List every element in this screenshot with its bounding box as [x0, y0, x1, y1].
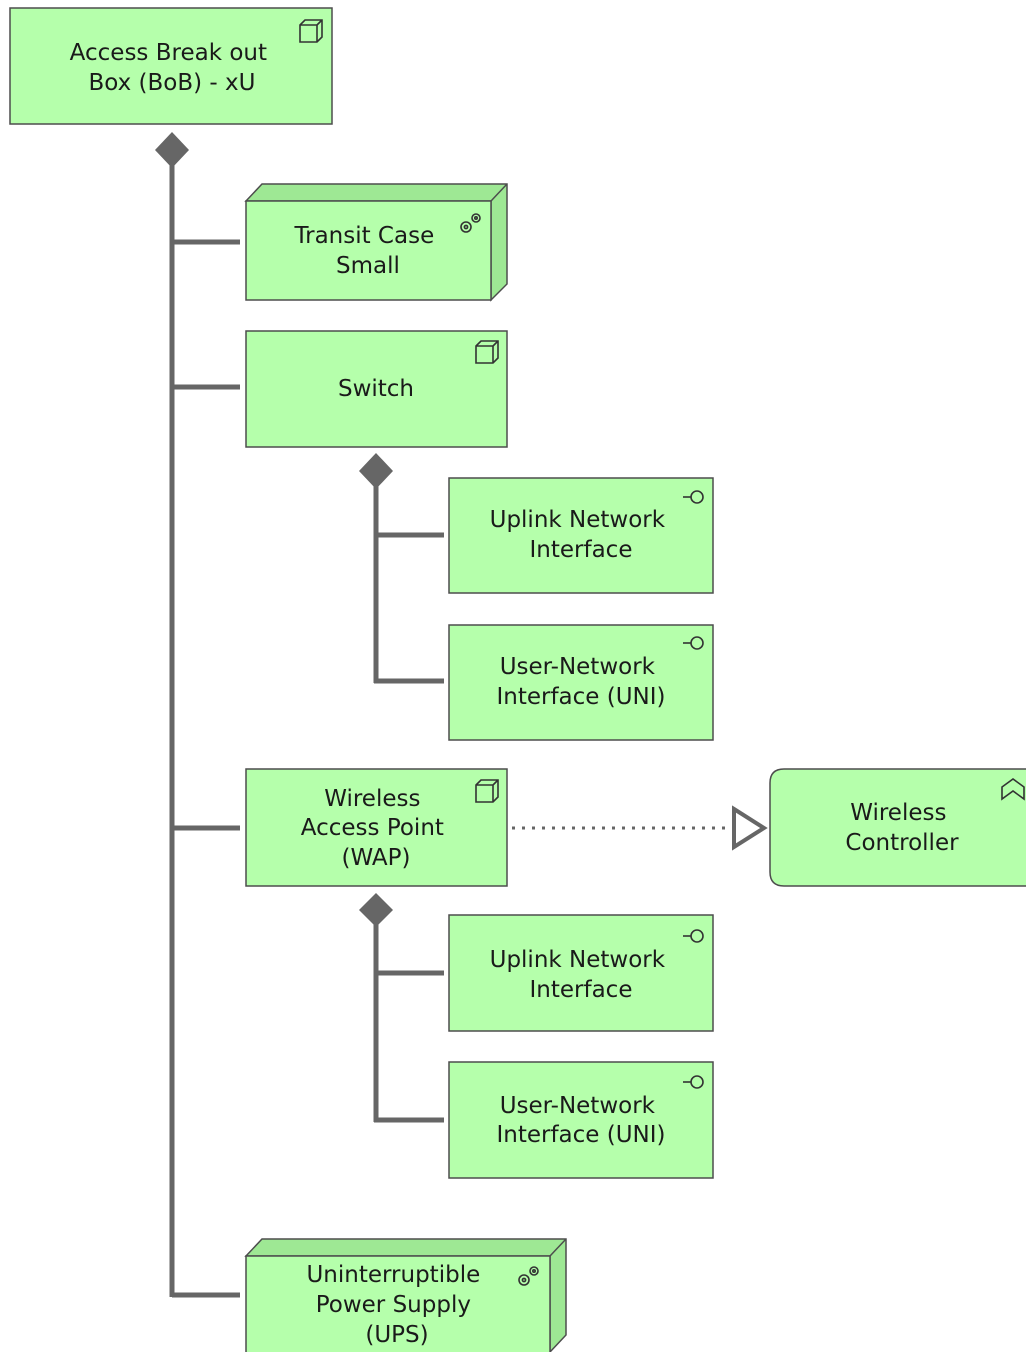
node-label-line: Box (BoB) - xU [88, 70, 255, 96]
interface-switch-uplink[interactable]: Uplink Network Interface [448, 477, 714, 594]
svg-text:Uplink Network Interface: Uplink Network Interface [490, 947, 673, 1003]
composition-connectors [169, 160, 444, 1298]
function-chevron-icon [1001, 778, 1025, 801]
svg-text:Switch: Switch [338, 376, 414, 402]
equipment-transit-case-small[interactable]: Transit Case Small [244, 183, 508, 302]
node-label-line: Switch [338, 376, 414, 402]
node-label-line: Uplink Network [490, 507, 666, 533]
interface-lollipop-icon [683, 636, 704, 650]
svg-text:User-Network Interface (: User-Network Interface (UNI) [496, 654, 665, 710]
node-label-line: Power Supply [316, 1292, 471, 1318]
node-switch[interactable]: Switch [245, 330, 508, 448]
node-label-line: Wireless [324, 786, 420, 812]
node-box-icon [299, 19, 323, 43]
node-label-line: Uninterruptible [306, 1262, 480, 1288]
node-label-line: User-Network [500, 654, 656, 680]
svg-text:Wireless Controller: Wireless Controller [845, 800, 959, 856]
node-wireless-access-point[interactable]: Wireless Access Point (WAP) [245, 768, 508, 887]
node-access-break-out-box[interactable]: Access Break out Box (BoB) - xU [9, 7, 333, 125]
svg-text:Transit Case Small: Transit Case Small [293, 223, 441, 279]
gears-icon [518, 1266, 539, 1286]
node-box-icon [475, 340, 499, 364]
node-label-line: Controller [845, 830, 959, 856]
interface-lollipop-icon [683, 1075, 704, 1089]
svg-text:Access Break out Box (Bo: Access Break out Box (BoB) - xU [70, 40, 275, 96]
interface-switch-uni[interactable]: User-Network Interface (UNI) [448, 624, 714, 741]
node-label-line: Interface (UNI) [496, 684, 665, 710]
node-label-line: Interface (UNI) [496, 1122, 665, 1148]
equipment-ups[interactable]: Uninterruptible Power Supply (UPS) [244, 1238, 567, 1352]
node-label-line: Interface [530, 977, 633, 1003]
node-label-line: (UPS) [365, 1322, 428, 1348]
interface-lollipop-icon [683, 490, 704, 504]
node-label-line: Small [336, 253, 400, 279]
interface-wap-uni[interactable]: User-Network Interface (UNI) [448, 1061, 714, 1179]
realization-connector [512, 805, 768, 851]
realization-arrowhead [732, 805, 768, 851]
node-label-line: Wireless [850, 800, 946, 826]
node-label-line: Interface [530, 537, 633, 563]
node-label-line: User-Network [500, 1093, 656, 1119]
node-label-line: Uplink Network [490, 947, 666, 973]
svg-text:Wireless Access Point: Wireless Access Point (WAP) [301, 786, 451, 871]
node-box-icon [475, 779, 499, 803]
svg-text:User-Network Interface (: User-Network Interface (UNI) [496, 1093, 665, 1148]
node-label-line: Access Point [301, 815, 444, 841]
svg-text:Uninterruptible Power Su: Uninterruptible Power Supply (UPS) [306, 1262, 487, 1348]
interface-wap-uplink[interactable]: Uplink Network Interface [448, 914, 714, 1032]
svg-text:Uplink Network Interface: Uplink Network Interface [490, 507, 673, 563]
composition-diamond-bob [155, 132, 189, 168]
node-label-line: Transit Case [293, 223, 434, 249]
node-label-line: (WAP) [341, 845, 410, 871]
composition-diamond-switch [359, 453, 393, 489]
node-label-line: Access Break out [70, 40, 267, 66]
function-wireless-controller[interactable]: Wireless Controller [769, 768, 1026, 887]
composition-diamond-wap [359, 893, 393, 927]
interface-lollipop-icon [683, 929, 704, 943]
gears-icon [460, 213, 481, 233]
